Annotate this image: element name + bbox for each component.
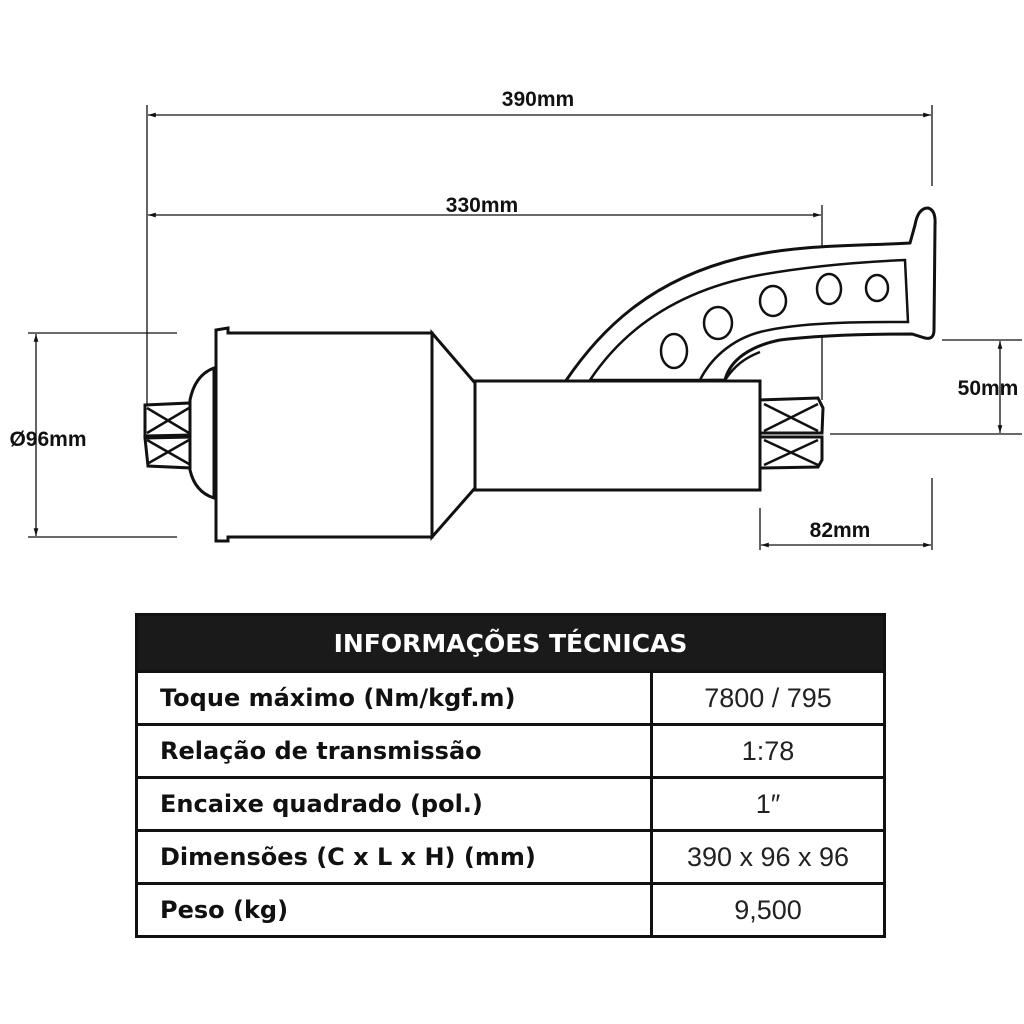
row-value: 9,500 bbox=[650, 882, 886, 938]
table-title: INFORMAÇÕES TÉCNICAS bbox=[136, 614, 885, 672]
table-row: Encaixe quadrado (pol.)1″ bbox=[135, 776, 886, 832]
row-label: Toque máximo (Nm/kgf.m) bbox=[135, 670, 653, 726]
table-row: Peso (kg)9,500 bbox=[135, 882, 886, 938]
row-label: Peso (kg) bbox=[135, 882, 653, 938]
table-row: Dimensões (C x L x H) (mm)390 x 96 x 96 bbox=[135, 829, 886, 885]
row-label: Dimensões (C x L x H) (mm) bbox=[135, 829, 653, 885]
label-82: 82mm bbox=[810, 519, 871, 542]
dimension-50 bbox=[830, 339, 1022, 435]
dimension-diameter bbox=[28, 332, 177, 538]
row-label: Relação de transmissão bbox=[135, 723, 653, 779]
left-square-drive bbox=[143, 401, 194, 470]
row-value: 1:78 bbox=[650, 723, 886, 779]
reducer-cone bbox=[430, 328, 477, 541]
dimension-82 bbox=[759, 478, 933, 550]
technical-info-table: INFORMAÇÕES TÉCNICAS Toque máximo (Nm/kg… bbox=[135, 613, 886, 938]
table-row: Toque máximo (Nm/kgf.m)7800 / 795 bbox=[135, 670, 886, 726]
row-label: Encaixe quadrado (pol.) bbox=[135, 776, 653, 832]
row-value: 7800 / 795 bbox=[650, 670, 886, 726]
row-value: 390 x 96 x 96 bbox=[650, 829, 886, 885]
gearbox-housing bbox=[214, 326, 434, 543]
label-330: 330mm bbox=[446, 194, 518, 217]
row-value: 1″ bbox=[650, 776, 886, 832]
right-square-drive bbox=[758, 396, 825, 470]
output-shaft bbox=[473, 379, 762, 492]
dimension-390 bbox=[146, 105, 933, 405]
label-diameter: Ø96mm bbox=[9, 428, 86, 451]
handle-holes bbox=[659, 272, 890, 370]
label-390: 390mm bbox=[502, 88, 574, 111]
torque-multiplier-drawing: 390mm 330mm Ø96mm 50mm 82mm bbox=[9, 88, 1022, 550]
label-50: 50mm bbox=[958, 377, 1019, 400]
rear-cap bbox=[188, 365, 216, 501]
